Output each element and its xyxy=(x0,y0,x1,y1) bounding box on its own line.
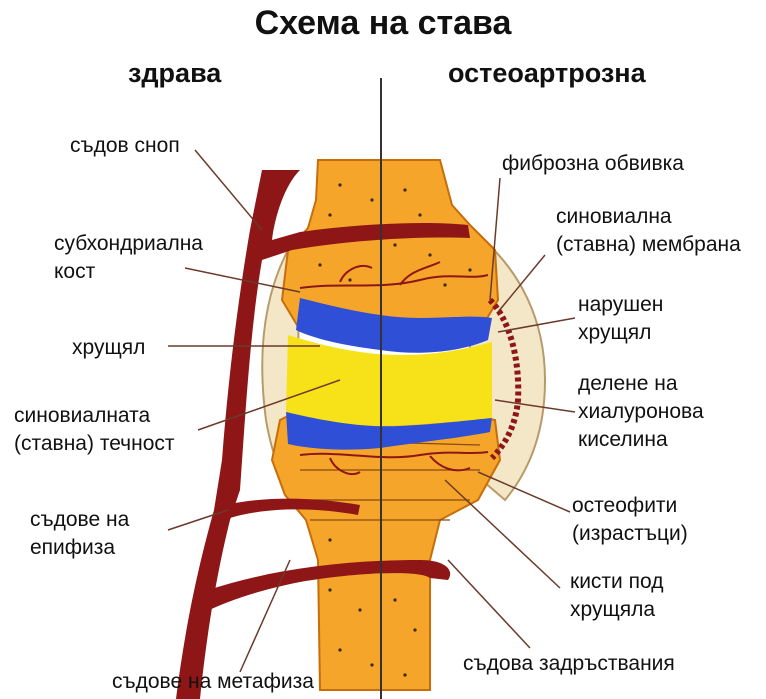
label-cartilage: хрущял xyxy=(72,334,145,362)
label-synovial-membrane: синовиална (ставна) мембрана xyxy=(556,203,756,259)
label-vessel-bundle: съдов сноп xyxy=(70,132,180,160)
label-osteophytes: остеофити (израстъци) xyxy=(572,492,722,548)
label-fibrous-capsule: фиброзна обвивка xyxy=(502,150,684,178)
label-vascular-thickening: съдова задръствания xyxy=(463,650,675,678)
label-subchondral-cysts: кисти под хрущяла xyxy=(570,568,710,624)
label-metaphysis-vessels: съдове на метафиза xyxy=(112,668,314,696)
label-synovial-fluid: синовиалната (ставна) течност xyxy=(14,402,224,458)
label-hyaluronic-split: делене на хиалуронова киселина xyxy=(578,370,728,454)
label-epiphysis-vessels: съдове на епифиза xyxy=(30,506,180,562)
label-damaged-cartilage: нарушен хрущял xyxy=(578,291,698,347)
label-subchondral-bone: субхондриална кост xyxy=(54,230,224,286)
